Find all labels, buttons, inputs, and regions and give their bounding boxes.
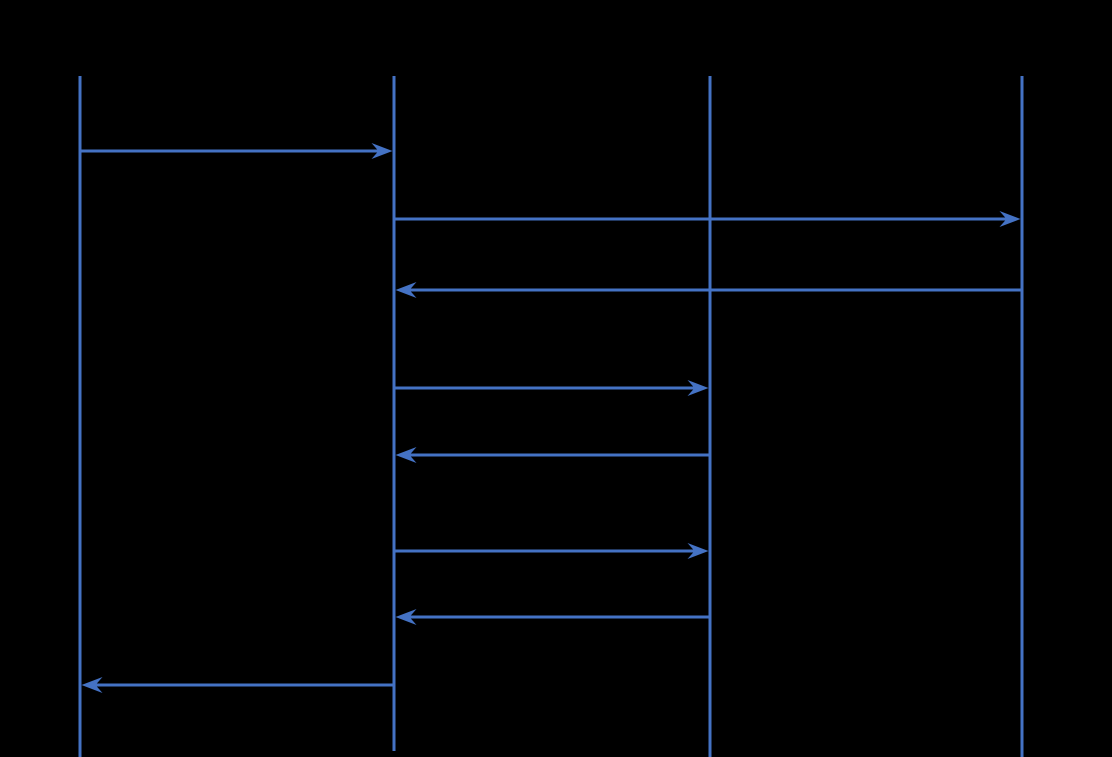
message-7 <box>395 609 709 625</box>
message-2 <box>395 211 1021 227</box>
message-8-arrowhead-icon <box>81 677 103 693</box>
message-2-arrowhead-icon <box>999 211 1021 227</box>
message-3 <box>395 282 1021 298</box>
message-4 <box>395 380 709 396</box>
message-4-arrowhead-icon <box>687 380 709 396</box>
message-1 <box>81 143 393 159</box>
message-6 <box>395 543 709 559</box>
message-7-arrowhead-icon <box>395 609 417 625</box>
message-6-arrowhead-icon <box>687 543 709 559</box>
message-5-arrowhead-icon <box>395 447 417 463</box>
message-5 <box>395 447 709 463</box>
message-1-arrowhead-icon <box>371 143 393 159</box>
message-3-arrowhead-icon <box>395 282 417 298</box>
message-8 <box>81 677 393 693</box>
